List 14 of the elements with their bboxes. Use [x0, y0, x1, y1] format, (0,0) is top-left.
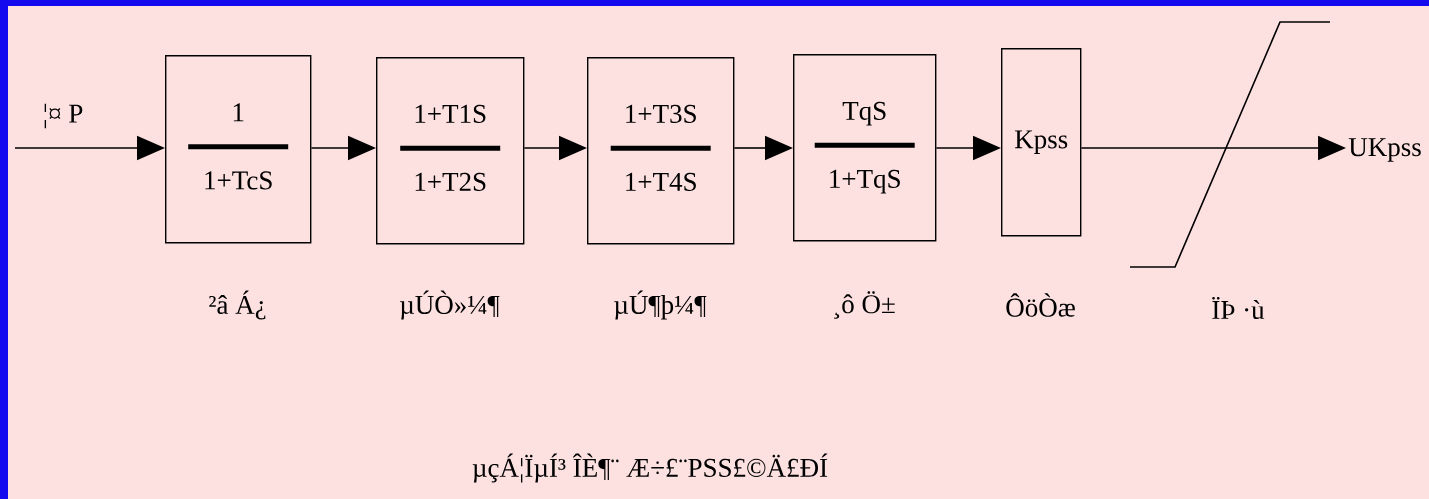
output-label: UKpss — [1348, 138, 1421, 162]
transfer-function-box: 1+T3S 1+T4S — [587, 57, 735, 245]
gain-box: Kpss — [1001, 48, 1082, 237]
block-caption: µÚÒ»¼¶ — [400, 290, 500, 320]
block-caption: ÔöÒæ — [1006, 293, 1075, 317]
edge-label: ¦¤ P — [44, 103, 83, 129]
transfer-function-box: 1+T1S 1+T2S — [376, 57, 525, 245]
caption: µçÁ¦ÏµÍ³ ÎÈ¶¨ Æ÷£¨PSS£©Ä£ÐÍ — [472, 453, 828, 483]
block-caption: µÚ¶þ¼¶ — [614, 290, 707, 320]
transfer-function-box: TqS 1+TqS — [793, 54, 937, 242]
block-caption: ÏÞ ·ù — [1212, 296, 1265, 320]
block-caption: ¸ô Ö± — [834, 291, 895, 319]
block-caption: ²â Á¿ — [209, 290, 266, 320]
transfer-function-box: 1 1+TcS — [165, 55, 312, 244]
